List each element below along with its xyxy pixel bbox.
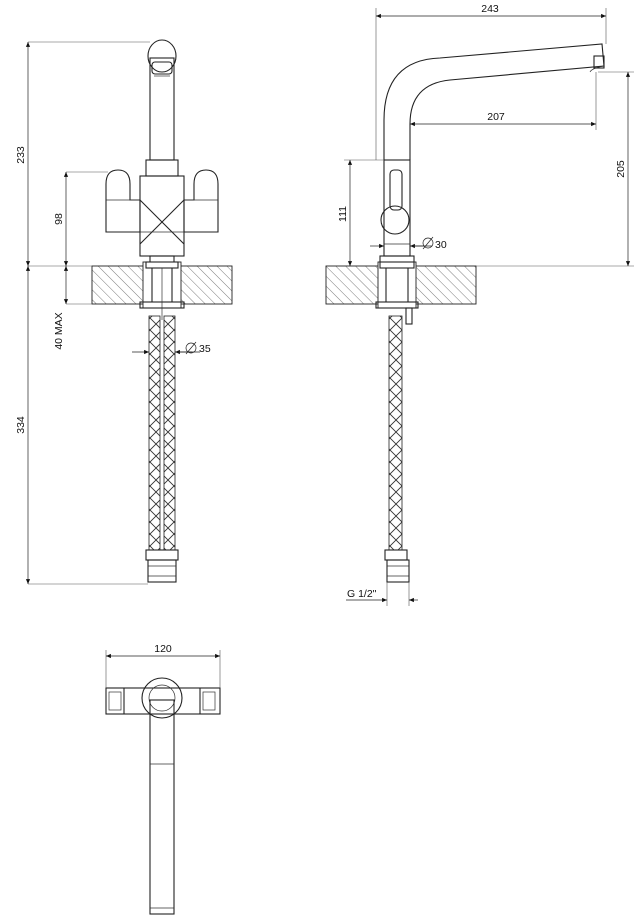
side-hose-fitting (384, 549, 410, 583)
svg-text:30: 30 (435, 239, 447, 251)
front-dimension-98: 98 (53, 171, 108, 266)
side-dimension-205: 205 (476, 71, 634, 267)
svg-text:334: 334 (15, 416, 27, 434)
front-hose-fittings (145, 549, 179, 583)
front-dimension-diameter-35: 35 (132, 341, 211, 355)
svg-text:207: 207 (487, 111, 505, 123)
front-handle-left (105, 169, 141, 233)
front-dimension-40max: 40 MAX (53, 266, 92, 350)
side-dimension-243: 243 (375, 3, 607, 160)
top-handles (105, 687, 221, 715)
svg-text:98: 98 (53, 213, 65, 225)
front-hose-left (148, 315, 161, 551)
svg-text:243: 243 (481, 3, 499, 15)
front-spout (147, 39, 177, 161)
side-dimension-207: 207 (410, 72, 597, 130)
side-hose (388, 315, 403, 551)
svg-text:233: 233 (15, 146, 27, 164)
side-dimension-thread: G 1/2" (346, 582, 418, 606)
front-collar (145, 159, 179, 177)
side-dimension-diameter-30: 30 (370, 236, 447, 251)
svg-text:G 1/2": G 1/2" (347, 588, 377, 600)
svg-text:35: 35 (199, 343, 211, 355)
front-handle-right (183, 169, 219, 233)
side-dimension-111: 111 (337, 159, 384, 266)
side-spout (383, 43, 605, 160)
svg-text:120: 120 (154, 643, 172, 655)
side-view (325, 43, 605, 583)
front-body (139, 175, 185, 267)
front-fixing (139, 261, 185, 320)
front-view (91, 39, 233, 583)
front-dimension-334: 334 (15, 266, 148, 585)
side-body (379, 159, 415, 267)
front-dimension-233: 233 (15, 41, 150, 267)
svg-text:205: 205 (615, 160, 627, 178)
front-hose-right (163, 315, 176, 551)
svg-text:111: 111 (337, 206, 349, 222)
side-fixing (375, 261, 419, 325)
top-view (105, 677, 221, 915)
top-spout (141, 677, 183, 915)
svg-text:40 MAX: 40 MAX (53, 312, 65, 349)
top-dimension-120: 120 (105, 643, 221, 688)
